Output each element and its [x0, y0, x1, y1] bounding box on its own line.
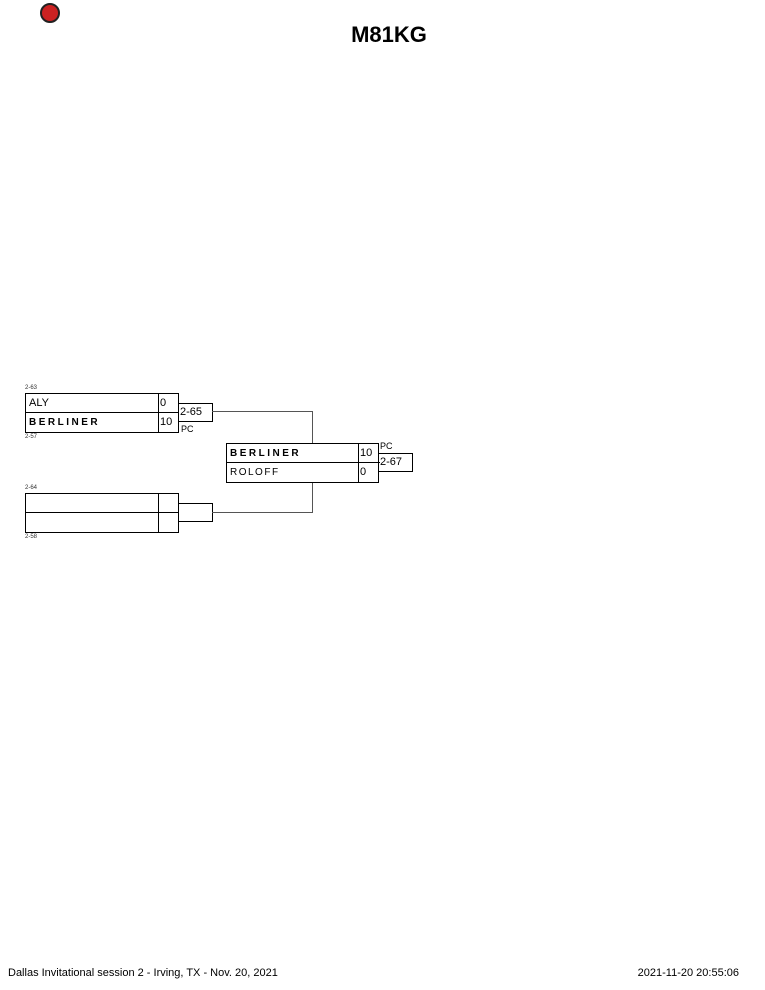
- page-title: M81KG: [351, 22, 427, 47]
- competitor-name: ALY: [29, 397, 49, 409]
- competitor-name: BERLINER: [230, 448, 302, 459]
- match-1-box: ALY 0 BERLINER 10: [25, 393, 179, 433]
- footer-event: Dallas Invitational session 2 - Irving, …: [8, 967, 278, 979]
- final-match-box: BERLINER 10 ROLOFF 0: [226, 443, 380, 483]
- match-number: 2-67: [378, 453, 413, 472]
- match-2-box: [25, 493, 179, 533]
- organization-logo: [40, 3, 60, 23]
- match-number: 2-65: [178, 403, 213, 422]
- competitor-score: 10: [360, 447, 373, 459]
- seed-label: 2-64: [25, 485, 38, 491]
- seed-label: 2-58: [25, 534, 38, 540]
- competitor-score: 10: [160, 416, 173, 428]
- competitor-score: 0: [360, 466, 367, 478]
- footer-timestamp: 2021-11-20 20:55:06: [637, 967, 739, 979]
- win-type: PC: [181, 424, 194, 434]
- seed-label: 2-63: [25, 385, 38, 391]
- match-number-empty: [178, 503, 213, 522]
- bracket-line: [312, 411, 313, 444]
- competitor-name: BERLINER: [29, 417, 101, 428]
- competitor-score: 0: [160, 397, 167, 409]
- win-type: PC: [380, 441, 393, 451]
- bracket-line: [212, 512, 313, 513]
- bracket-line: [312, 482, 313, 513]
- bracket-line: [212, 411, 313, 412]
- competitor-name: ROLOFF: [230, 467, 280, 478]
- seed-label: 2-57: [25, 434, 38, 440]
